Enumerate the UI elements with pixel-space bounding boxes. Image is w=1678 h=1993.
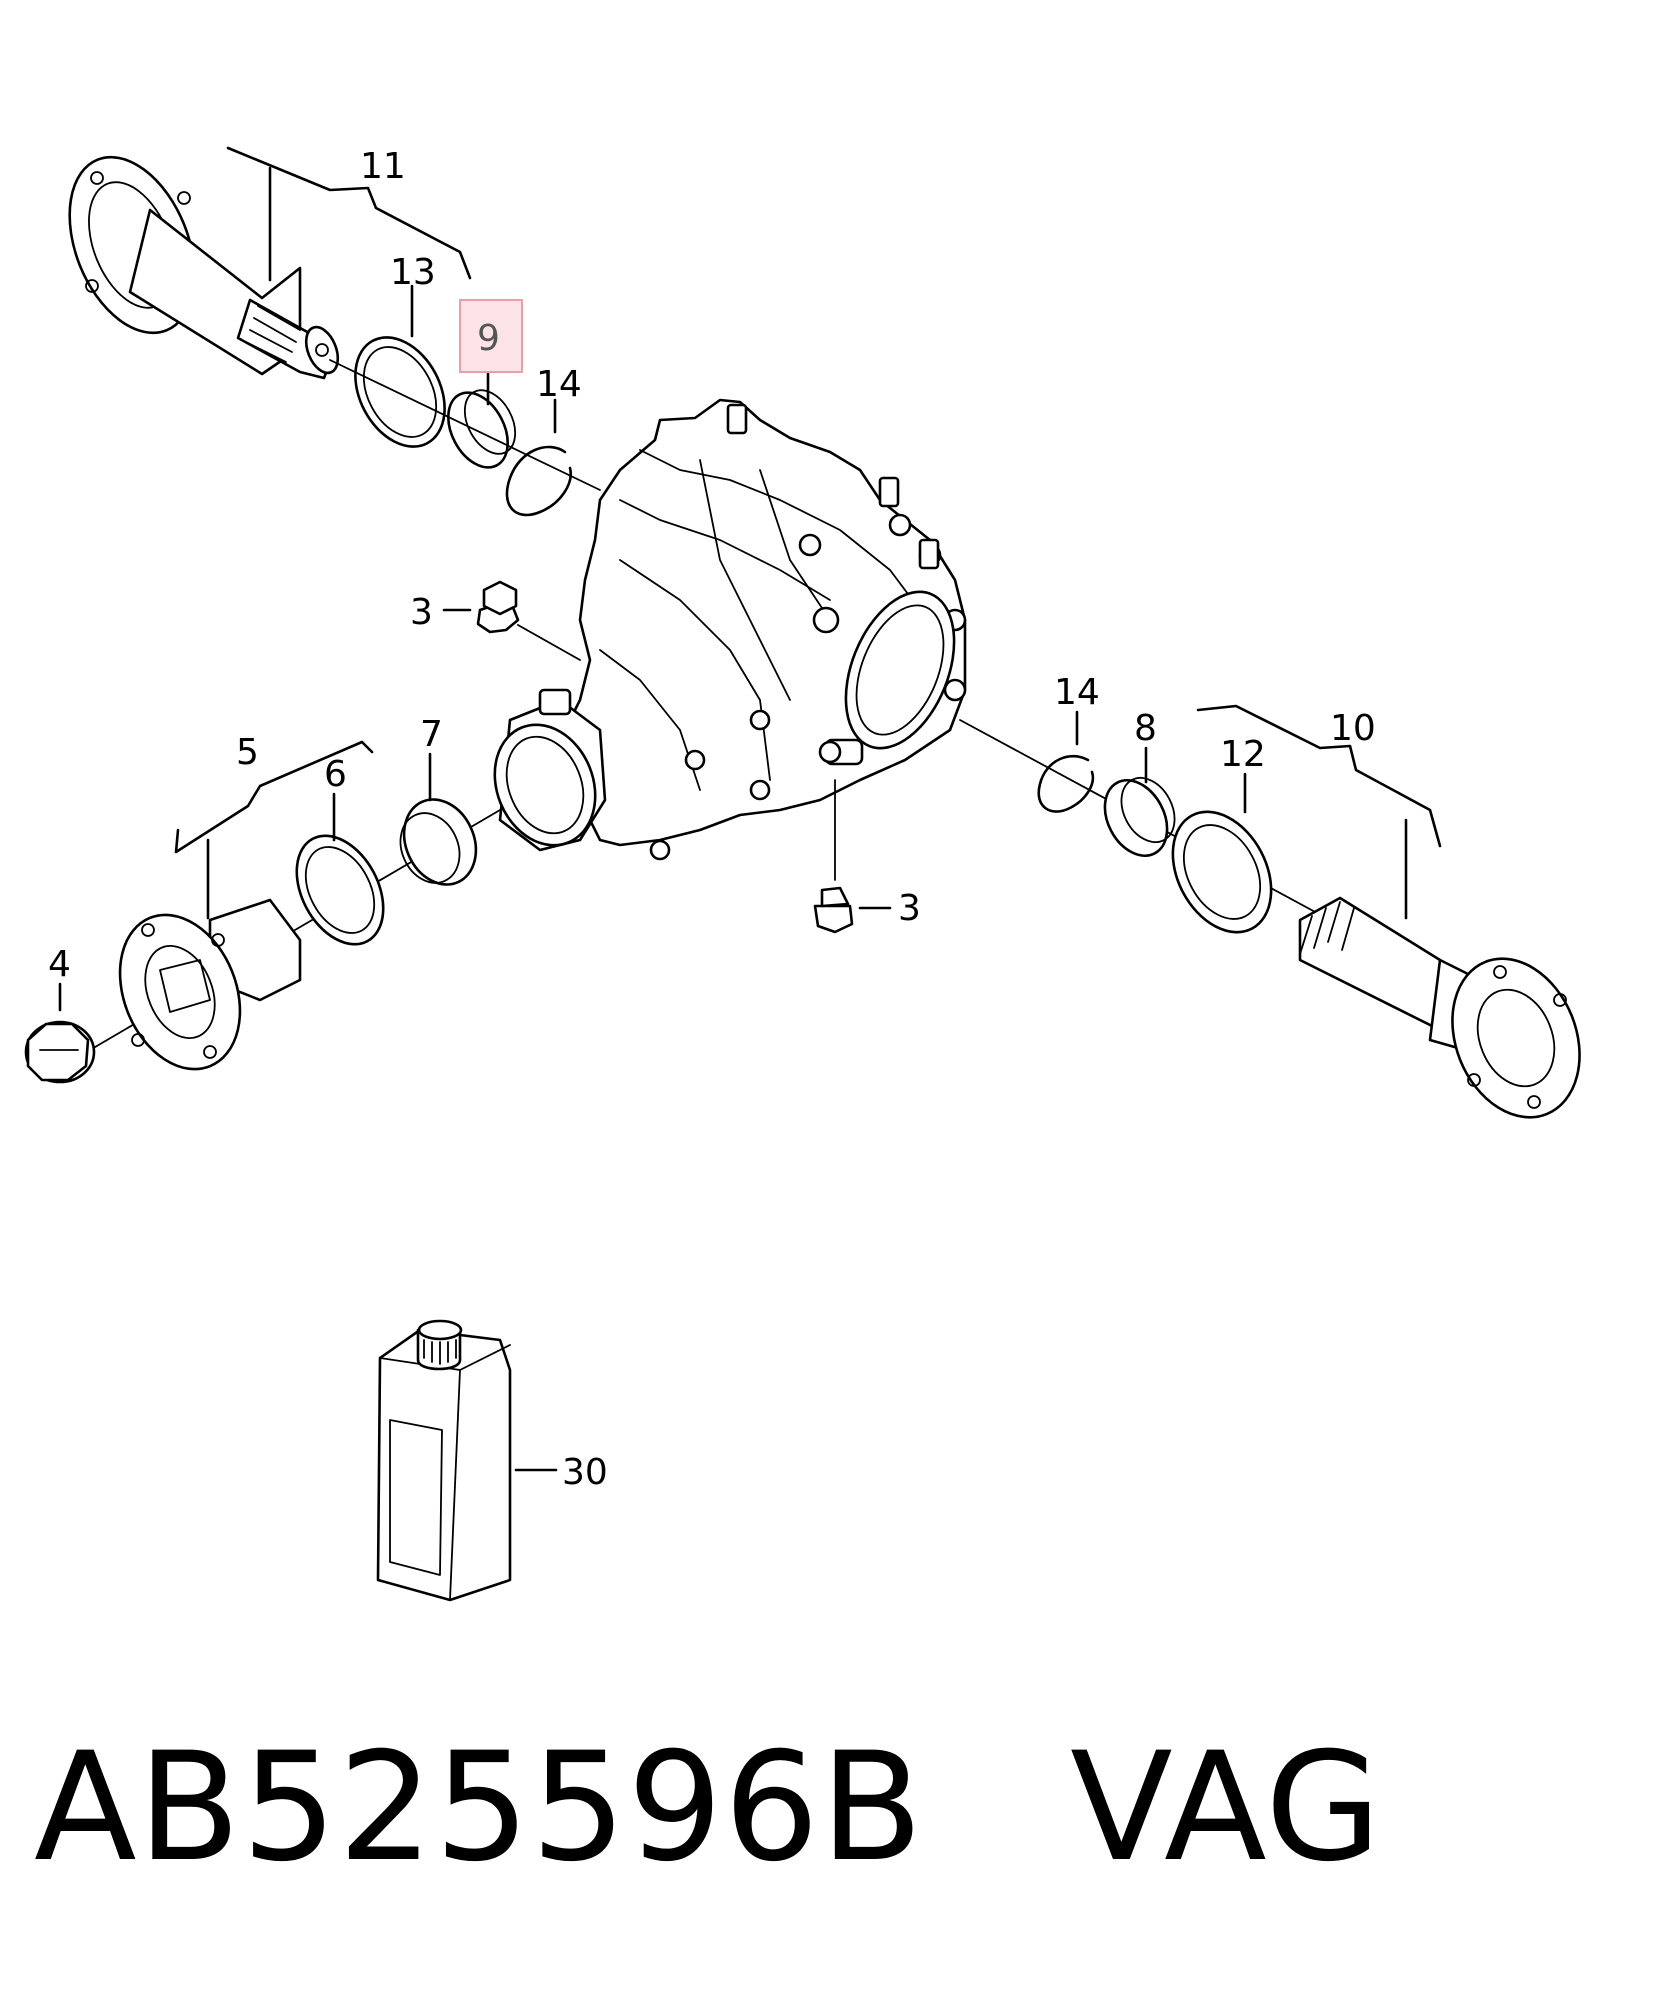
assembly-axis-left	[329, 359, 601, 491]
highlight-box-callout-9	[459, 299, 523, 373]
part-14-circlip-top	[505, 445, 572, 517]
callout-30: 30	[562, 1452, 608, 1493]
leader-lines	[58, 146, 1442, 1472]
callout-12: 12	[1220, 734, 1266, 775]
callout-3-top: 3	[410, 592, 433, 633]
callout-7: 7	[420, 714, 443, 755]
part-3-plug-bottom	[813, 779, 892, 934]
part-14-circlip-right	[1037, 754, 1095, 813]
part-3-plug-top	[442, 580, 581, 661]
callout-11: 11	[360, 146, 406, 187]
callout-10: 10	[1330, 708, 1376, 749]
part-7-bearing-ring	[399, 798, 478, 886]
part-4-nut	[24, 1020, 96, 1084]
callout-8: 8	[1134, 708, 1157, 749]
part-13-seal	[354, 336, 446, 448]
part-30-oil-bottle	[376, 1319, 512, 1602]
part-6-seal	[295, 834, 385, 946]
part-number: AB525596B	[34, 1721, 925, 1895]
part-12-seal	[1171, 810, 1273, 934]
callout-labels: 11 13 9 14 3 5 6 7 4 14 8 12 10 3 30	[48, 146, 1376, 1493]
part-caption: AB525596B VAG	[34, 1718, 1382, 1898]
callout-14-right: 14	[1054, 672, 1100, 713]
part-5-input-flange	[118, 898, 302, 1071]
callout-9: 9	[477, 318, 500, 359]
part-9-bearing-ring	[447, 389, 517, 469]
callout-14-top: 14	[536, 364, 582, 405]
callout-6: 6	[324, 754, 347, 795]
brand-name: VAG	[1070, 1721, 1383, 1895]
part-8-bearing-ring	[1103, 777, 1176, 857]
callout-5: 5	[236, 732, 259, 773]
differential-housing	[493, 398, 967, 861]
part-10-right-flange-shaft	[1298, 896, 1581, 1119]
callout-13: 13	[390, 252, 436, 293]
callout-4: 4	[48, 944, 71, 985]
part-11-left-flange-shaft	[68, 155, 340, 380]
callout-3-bottom: 3	[898, 888, 921, 929]
